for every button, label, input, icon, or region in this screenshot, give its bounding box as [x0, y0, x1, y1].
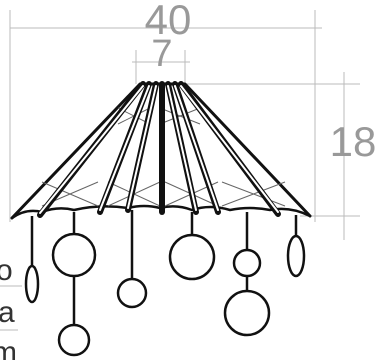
dimension-lines [0, 10, 360, 331]
dimension-label-7: 7 [151, 33, 172, 75]
pendant-oval [286, 234, 306, 278]
side-label: m [0, 336, 17, 360]
pendant-oval [24, 264, 40, 304]
pendant-circle [51, 232, 97, 278]
pendant-circle [116, 277, 148, 309]
dimension-label-40: 40 [145, 0, 192, 43]
dimension-label-18: 18 [330, 118, 375, 165]
side-label: o [0, 254, 13, 287]
side-label: a [0, 296, 15, 329]
lampshade-ribs [37, 81, 281, 218]
pendants [24, 210, 306, 357]
pendant-circle [57, 323, 91, 357]
side-labels: o a m [0, 254, 17, 360]
pendant-circle [168, 233, 216, 281]
pendant-circle [223, 289, 271, 337]
pendant-circle [232, 248, 262, 278]
